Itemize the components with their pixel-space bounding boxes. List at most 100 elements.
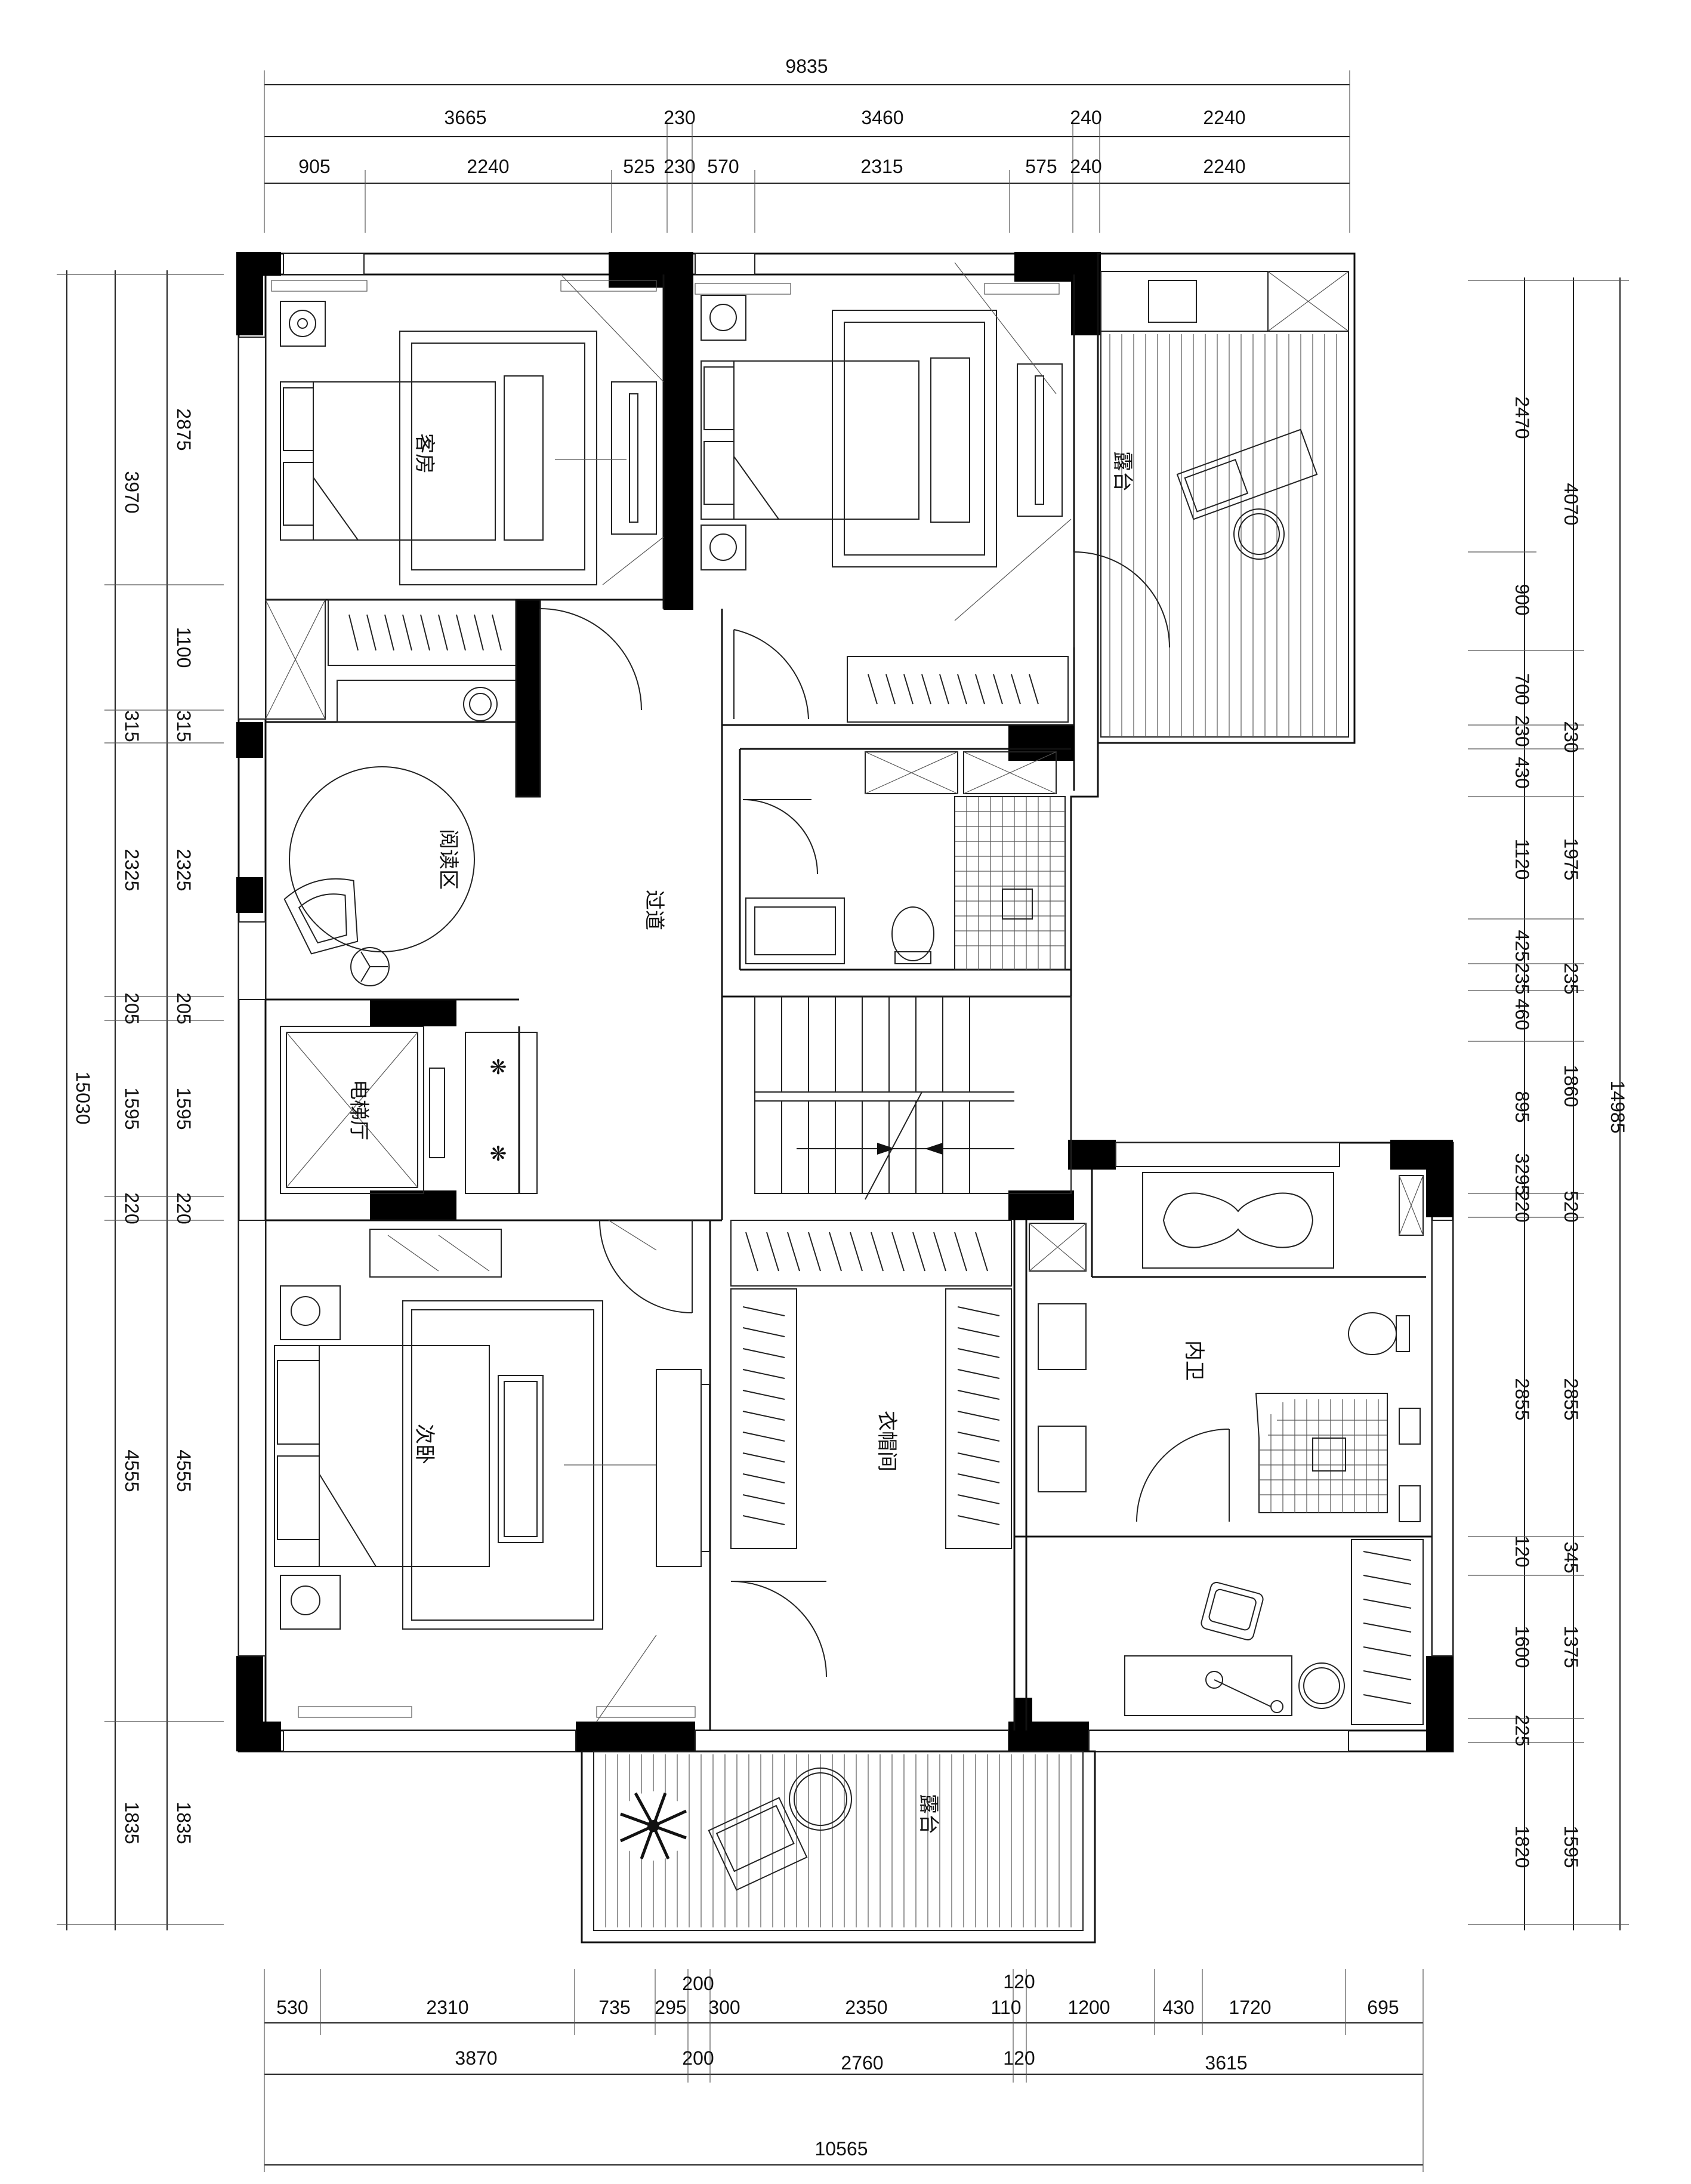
bedside-table bbox=[280, 1285, 341, 1340]
column bbox=[236, 252, 263, 335]
right-dim: 460 bbox=[1511, 998, 1533, 1030]
armchair bbox=[283, 878, 359, 955]
reading-area-label: 阅读区 bbox=[436, 829, 460, 890]
top-dim: 230 bbox=[664, 107, 695, 128]
bottom-dim: 200 bbox=[682, 2047, 714, 2069]
reading-area: 阅读区 bbox=[283, 766, 475, 986]
potted-plant-icon bbox=[619, 1791, 688, 1861]
bedroom-top-middle bbox=[695, 262, 1072, 723]
left-dim: 2875 bbox=[173, 408, 195, 451]
right-dim: 230 bbox=[1511, 715, 1533, 746]
right-dim: 1595 bbox=[1560, 1825, 1582, 1868]
top-dim: 240 bbox=[1070, 107, 1101, 128]
left-dim: 2325 bbox=[173, 849, 195, 891]
top-dim: 3460 bbox=[861, 107, 903, 128]
bedside-table bbox=[280, 1575, 341, 1630]
column bbox=[664, 252, 693, 610]
right-dim: 520 bbox=[1560, 1190, 1582, 1222]
toilet bbox=[1348, 1312, 1397, 1355]
column bbox=[236, 877, 263, 913]
top-dim: 2240 bbox=[1203, 107, 1245, 128]
right-dim: 900 bbox=[1511, 584, 1533, 615]
right-dim: 1820 bbox=[1511, 1825, 1533, 1868]
left-dim: 220 bbox=[121, 1192, 143, 1224]
column bbox=[576, 1722, 695, 1751]
right-dim: 220 bbox=[1511, 1190, 1533, 1222]
bottom-terrace-label: 露台 bbox=[917, 1794, 940, 1834]
exterior-walls bbox=[236, 252, 1454, 1753]
top-dim: 905 bbox=[298, 156, 330, 177]
bottom-dim: 120 bbox=[1003, 2047, 1035, 2069]
column bbox=[236, 722, 263, 758]
right-dim: 235 bbox=[1511, 963, 1533, 994]
bottom-dim: 2760 bbox=[841, 2052, 883, 2074]
flower-icon: ❋ bbox=[490, 1142, 507, 1166]
top-dim: 2315 bbox=[860, 156, 903, 177]
column bbox=[370, 1000, 456, 1026]
top-dim: 2240 bbox=[467, 156, 509, 177]
left-dim: 220 bbox=[173, 1192, 195, 1224]
column bbox=[1071, 252, 1101, 335]
right-dim: 1600 bbox=[1511, 1625, 1533, 1668]
top-total-dim: 9835 bbox=[785, 55, 828, 77]
column bbox=[1068, 1140, 1116, 1170]
bottom-terrace: 露台 bbox=[581, 1750, 1096, 1944]
bottom-dim: 1200 bbox=[1067, 1997, 1110, 2018]
right-dim: 1375 bbox=[1560, 1625, 1582, 1668]
right-dim: 120 bbox=[1511, 1535, 1533, 1567]
left-total-dim: 15030 bbox=[72, 1072, 94, 1125]
bottom-dim: 3870 bbox=[455, 2047, 497, 2069]
top-dim: 570 bbox=[707, 156, 739, 177]
column bbox=[1008, 1190, 1074, 1220]
bottom-dim: 530 bbox=[276, 1997, 308, 2018]
bottom-dim: 695 bbox=[1367, 1997, 1399, 2018]
left-dim: 1835 bbox=[121, 1802, 143, 1844]
staircase bbox=[754, 996, 1072, 1200]
left-dim: 315 bbox=[121, 710, 143, 742]
right-dim: 1860 bbox=[1560, 1065, 1582, 1107]
bedside-table bbox=[280, 301, 326, 347]
bottom-dim: 735 bbox=[598, 1997, 630, 2018]
bottom-dim: 2350 bbox=[845, 1997, 887, 2018]
vanity-sink bbox=[1038, 1426, 1087, 1492]
column bbox=[1426, 1656, 1453, 1751]
right-dim: 345 bbox=[1560, 1541, 1582, 1573]
top-dim: 2240 bbox=[1203, 156, 1245, 177]
vanity bbox=[745, 897, 845, 964]
bottom-dimension-lines: 530 2310 735 295 200 300 2350 110 120 12… bbox=[264, 1969, 1424, 2172]
floor-lamp bbox=[350, 947, 390, 986]
bedside-table bbox=[701, 525, 746, 570]
shower bbox=[954, 796, 1066, 970]
right-dim: 3295 bbox=[1511, 1153, 1533, 1195]
column bbox=[1008, 1722, 1089, 1751]
right-dim: 2470 bbox=[1511, 396, 1533, 439]
bottom-total-dim: 10565 bbox=[815, 2138, 868, 2160]
left-dim: 205 bbox=[121, 992, 143, 1024]
top-dim: 230 bbox=[664, 156, 695, 177]
guest-wardrobe bbox=[265, 599, 642, 798]
right-dim: 1975 bbox=[1560, 838, 1582, 880]
bottom-dim: 2310 bbox=[426, 1997, 468, 2018]
flower-icon: ❋ bbox=[490, 1056, 507, 1079]
bottom-dim: 430 bbox=[1162, 1997, 1194, 2018]
bathtub bbox=[1142, 1172, 1334, 1269]
right-dim: 1120 bbox=[1511, 839, 1533, 880]
corridor: 过道 bbox=[642, 629, 809, 930]
left-dim: 1595 bbox=[121, 1087, 143, 1130]
cloakroom-label: 衣帽间 bbox=[875, 1411, 899, 1472]
column bbox=[1008, 725, 1074, 761]
right-dim: 230 bbox=[1560, 721, 1582, 752]
wash-basin bbox=[463, 687, 498, 721]
inner-bath-label: 内卫 bbox=[1182, 1340, 1206, 1381]
corridor-bathroom bbox=[742, 751, 1066, 970]
left-dim: 3970 bbox=[121, 471, 143, 513]
cloakroom: 衣帽间 bbox=[730, 1220, 1012, 1677]
bottom-dim: 200 bbox=[682, 1973, 714, 1994]
terrace-sink bbox=[1148, 280, 1197, 323]
right-dim: 700 bbox=[1511, 673, 1533, 705]
top-dim: 575 bbox=[1025, 156, 1057, 177]
bottom-dim: 3615 bbox=[1205, 2052, 1247, 2074]
bottom-dim: 295 bbox=[655, 1997, 686, 2018]
column bbox=[1014, 1698, 1032, 1725]
column bbox=[236, 1722, 281, 1751]
